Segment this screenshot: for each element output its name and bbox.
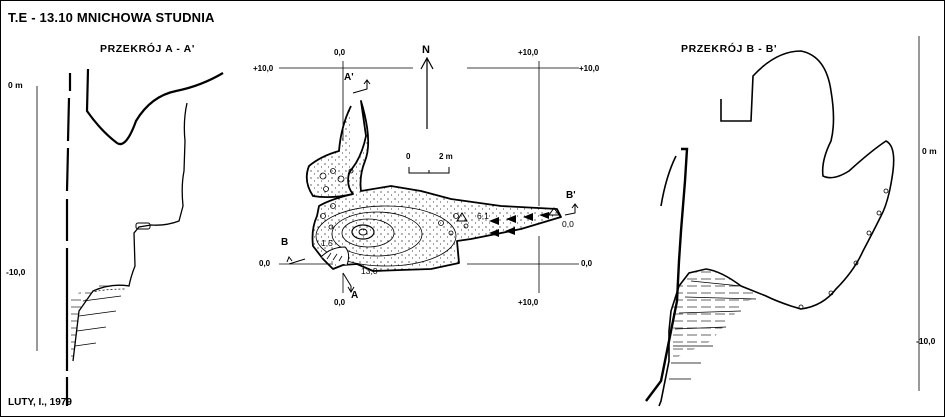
grid-label-br-bottom: +10,0: [518, 298, 539, 307]
depth-1-5: 1,5: [321, 238, 333, 248]
depth-0-0: 0,0: [562, 219, 574, 229]
section-a-upper-profile: [85, 68, 224, 146]
grid-label-tr-top: +10,0: [518, 48, 539, 57]
scale-bar-end-label: 2 m: [439, 152, 453, 161]
depth-6-1: 6,1: [477, 211, 489, 221]
scale-bar: [408, 167, 450, 174]
section-b-b-title: PRZEKRÓJ B - B': [681, 43, 778, 55]
grid-label-tc: 0,0: [334, 48, 346, 57]
section-marker-a-prime: A': [344, 72, 354, 83]
section-a-a-title: PRZEKRÓJ A - A': [100, 43, 195, 55]
right-depth-tick-10: -10,0: [916, 336, 936, 346]
sheet-title: T.E - 13.10 MNICHOWA STUDNIA: [8, 10, 215, 25]
section-b-b-drawing: [645, 36, 920, 407]
grid-label-bl: 0,0: [259, 259, 271, 268]
cave-plan: [286, 79, 579, 293]
grid-label-tr: +10,0: [579, 64, 600, 73]
section-a-lower-profile: [72, 102, 188, 362]
north-arrow-icon: [420, 56, 434, 129]
scale-bar-start-label: 0: [406, 152, 411, 161]
left-depth-tick-10: -10,0: [6, 267, 26, 277]
section-marker-b-prime: B': [566, 190, 576, 201]
grid-label-tl: +10,0: [253, 64, 274, 73]
grid-label-br: 0,0: [581, 259, 593, 268]
section-a-a-drawing: [36, 68, 224, 406]
depth-13-0: 13,0: [361, 266, 378, 276]
section-a-ledge: [135, 222, 151, 230]
section-a-left-wall: [65, 73, 72, 406]
grid-label-bc: 0,0: [334, 298, 346, 307]
right-depth-tick-0: 0 m: [922, 146, 937, 156]
section-b-profile: [658, 50, 895, 407]
section-marker-a: A: [351, 290, 359, 301]
author-credit: LUTY, I., 1979: [8, 397, 72, 408]
section-marker-b: B: [281, 237, 289, 248]
left-depth-tick-0: 0 m: [8, 80, 23, 90]
north-label: N: [422, 44, 430, 56]
